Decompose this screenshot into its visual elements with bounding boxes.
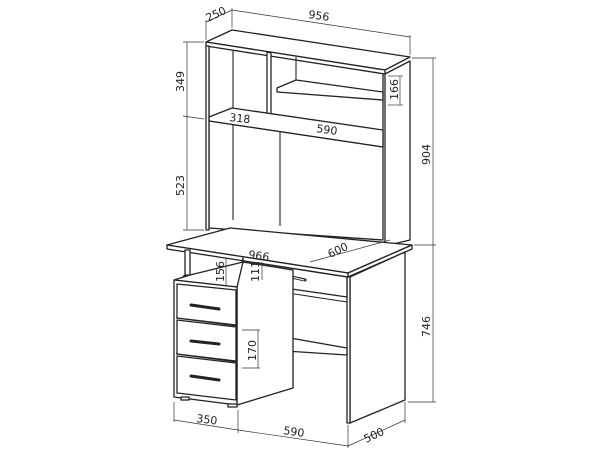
dim-knee-width: 590 — [283, 424, 306, 440]
dim-hutch-width: 956 — [308, 8, 331, 24]
hutch-left-side — [205, 45, 210, 231]
drawer-unit-side — [236, 257, 294, 406]
hutch — [205, 29, 411, 247]
dimension-lines — [173, 8, 436, 448]
dim-right-shelf-width: 590 — [316, 122, 339, 138]
dim-drawer-height: 111 — [249, 261, 262, 282]
center-drawer-bottom — [287, 292, 348, 303]
hutch-shelf-front — [208, 120, 384, 148]
dim-knee-shelf-height: 170 — [246, 340, 259, 361]
hutch-small-shelf — [276, 79, 384, 101]
dim-desk-height: 746 — [420, 316, 433, 337]
hutch-middle-shelf — [208, 107, 384, 148]
right-pedestal-side — [349, 251, 406, 424]
drawer-3-handle — [189, 374, 221, 382]
support-leg — [184, 249, 191, 277]
right-pedestal-front — [346, 276, 351, 424]
drawer-2-handle — [189, 339, 221, 346]
dim-hutch-total-height: 904 — [420, 144, 433, 165]
drawer-2 — [176, 319, 237, 362]
desk-top-side — [347, 244, 413, 278]
dim-small-shelf-height: 166 — [388, 79, 401, 100]
drawer-1-handle — [189, 303, 221, 311]
dim-hutch-depth: 250 — [204, 4, 229, 25]
drawer-unit — [173, 257, 294, 408]
drawer-unit-foot-left — [180, 396, 190, 401]
drawer-unit-foot-right — [227, 403, 238, 408]
dim-drawer-unit-width: 350 — [196, 412, 218, 427]
drawer-1 — [176, 283, 237, 326]
dim-left-shelf-width: 318 — [229, 111, 251, 126]
dim-desk-width: 966 — [248, 248, 271, 264]
hutch-right-side — [384, 60, 411, 247]
dim-pedestal-depth: 500 — [362, 425, 387, 446]
dim-pedestal-gap: 156 — [214, 261, 227, 282]
dim-hutch-lower-height: 523 — [174, 175, 187, 196]
dim-hutch-upper-height: 349 — [174, 71, 187, 92]
